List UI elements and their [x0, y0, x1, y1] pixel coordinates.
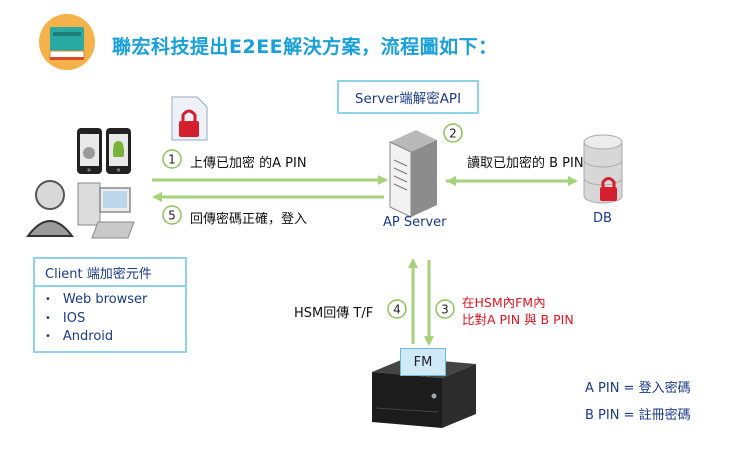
client-item-web-browser: Web browser [45, 291, 185, 310]
step-1-label: 上傳已加密 的A PIN [190, 156, 307, 171]
step-4-circle [387, 299, 407, 319]
fm-label: FM [400, 348, 446, 376]
android-phone-icon [106, 128, 131, 174]
step-2-number: 2 [449, 127, 457, 141]
db-lock-icon [600, 177, 617, 201]
client-item-android: Android [45, 328, 185, 347]
client-encryption-box: Client 端加密元件 Web browser IOS Android [33, 257, 187, 353]
server-decrypt-api-label: Server端解密API [337, 80, 479, 114]
step-2-label: 讀取已加密的 B PIN [467, 156, 584, 171]
client-list: Web browser IOS Android [35, 291, 185, 347]
step-3-label-line2: 比對A PIN 與 B PIN [462, 312, 574, 327]
db-label: DB [593, 211, 612, 226]
step-3-label-line1: 在HSM內FM內 [462, 295, 546, 310]
ap-server-icon [389, 130, 437, 218]
desktop-computer-icon [77, 182, 135, 239]
step-5-circle [162, 205, 182, 225]
step-3-number: 3 [441, 303, 449, 317]
locked-document-icon [171, 96, 208, 141]
iphone-icon [77, 128, 102, 174]
step-5-label: 回傳密碼正確，登入 [190, 212, 308, 227]
step-3-circle [435, 299, 455, 319]
step-4-label: HSM回傳 T/F [294, 306, 374, 321]
legend-a-pin: A PIN = 登入密碼 [585, 381, 691, 396]
client-box-header: Client 端加密元件 [35, 259, 185, 287]
client-item-ios: IOS [45, 310, 185, 329]
book-logo-icon [39, 14, 95, 70]
user-icon [26, 180, 74, 237]
step-5-number: 5 [168, 209, 176, 223]
legend-b-pin: B PIN = 註冊密碼 [585, 408, 691, 423]
ap-server-label: AP Server [383, 215, 447, 230]
step-2-circle [443, 123, 463, 143]
step-1-number: 1 [168, 153, 176, 167]
step-4-number: 4 [393, 303, 401, 317]
step-1-circle [162, 149, 182, 169]
page-title: 聯宏科技提出E2EE解決方案，流程圖如下： [112, 36, 498, 58]
